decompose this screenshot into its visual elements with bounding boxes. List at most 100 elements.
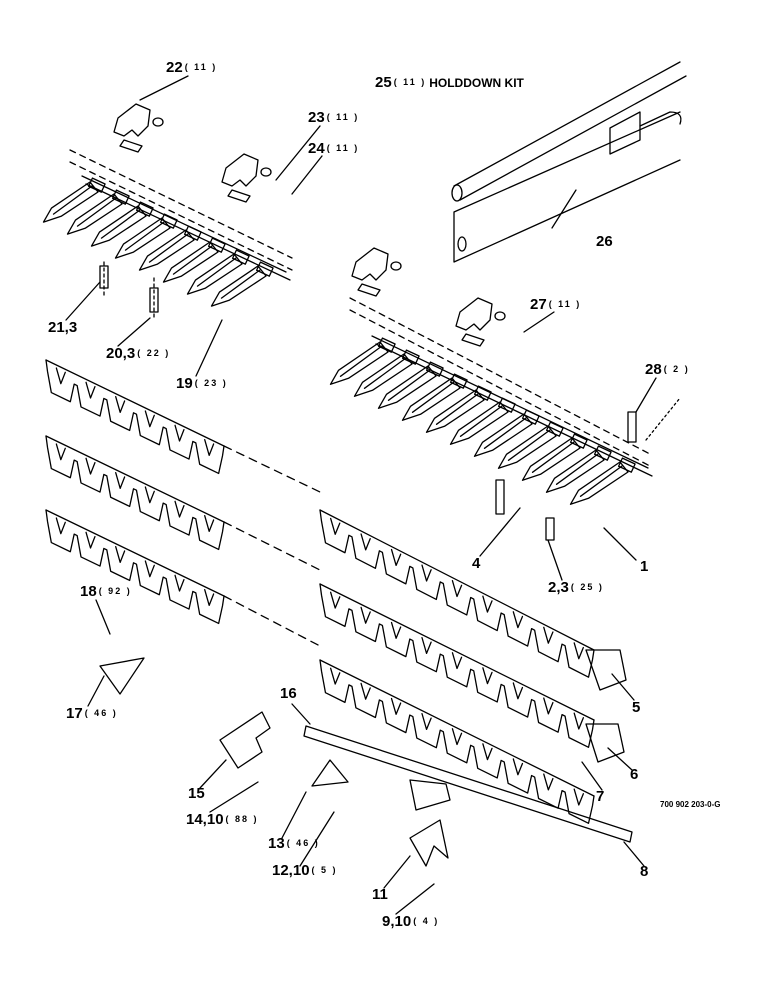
callout-7: 7 xyxy=(596,788,605,805)
section-11 xyxy=(409,819,449,867)
callout-11: 11 xyxy=(372,886,388,903)
callout-13: 13( 46 ) xyxy=(268,835,320,852)
section-strip-back xyxy=(319,583,595,721)
knife-head-small xyxy=(409,779,451,811)
section-13 xyxy=(311,759,349,787)
cutoff-line xyxy=(645,397,681,441)
callout-17: 17( 46 ) xyxy=(66,705,118,722)
guard-slot xyxy=(579,465,623,497)
guard-head xyxy=(617,457,636,473)
callout-26: 26 xyxy=(596,233,613,250)
section-strip-edge xyxy=(319,583,595,748)
carriage-bolt xyxy=(495,479,505,515)
callout-28: 28( 2 ) xyxy=(645,361,690,378)
callout-12: 12,10( 5 ) xyxy=(272,862,338,879)
holddown-rod xyxy=(453,61,687,201)
rod-panel xyxy=(453,111,681,263)
leader-line xyxy=(623,841,645,867)
section-notch xyxy=(451,652,463,670)
mount-plate-outline xyxy=(69,149,293,271)
section-notch xyxy=(85,531,96,549)
holddown-clip xyxy=(351,247,389,281)
guard-slot xyxy=(459,405,503,437)
callout-15: 15 xyxy=(188,785,205,802)
section-notch xyxy=(55,443,66,461)
guard-bar xyxy=(85,183,291,281)
carriage-bolt xyxy=(99,265,109,289)
clip-plate xyxy=(461,333,485,347)
knife-back xyxy=(303,725,633,843)
callout-leaders xyxy=(65,75,657,915)
leader-line xyxy=(581,761,603,791)
section-strip-back xyxy=(45,359,225,447)
loose-parts xyxy=(99,61,687,867)
section-strip-edge xyxy=(319,509,595,678)
section-notch xyxy=(115,546,126,563)
leader-line xyxy=(603,527,637,561)
section-notch xyxy=(85,381,96,399)
section-notch xyxy=(204,439,215,456)
guard-slot xyxy=(52,185,93,215)
section-notch xyxy=(55,517,66,535)
section-strip-back xyxy=(45,435,225,523)
section-strip-edge xyxy=(45,509,225,625)
section-notch xyxy=(482,667,493,685)
guard-head xyxy=(377,337,396,353)
leader-line xyxy=(523,311,555,333)
callout-1: 1 xyxy=(640,558,649,575)
section-strip-edge xyxy=(45,359,225,475)
section-notch xyxy=(330,591,341,609)
section-strip-back xyxy=(45,509,225,597)
leader-line xyxy=(395,883,435,915)
carriage-bolt xyxy=(545,517,555,541)
callout-21: 21,3 xyxy=(48,319,78,336)
rod-hook xyxy=(639,111,682,127)
leader-line xyxy=(209,781,259,813)
callout-8: 8 xyxy=(640,863,649,880)
clip-bushing xyxy=(390,261,402,271)
section-strip-back xyxy=(319,509,595,651)
section-15 xyxy=(219,711,271,769)
section-notch xyxy=(204,515,215,532)
section-notch xyxy=(573,642,584,660)
guard-slot xyxy=(172,245,213,275)
section-notch xyxy=(390,548,402,567)
guard-slot xyxy=(387,369,431,401)
section-notch xyxy=(543,773,554,791)
guard-slot xyxy=(531,441,575,473)
clip-plate xyxy=(119,139,143,153)
guard-slot xyxy=(339,345,383,377)
guard-slot xyxy=(196,257,237,287)
section-notch xyxy=(174,574,185,592)
section-notch xyxy=(421,564,432,582)
leader-line xyxy=(65,281,101,321)
guard-bar xyxy=(81,175,287,273)
guard-slot xyxy=(363,357,407,389)
guard-bar xyxy=(371,335,649,469)
knife-head xyxy=(585,649,627,691)
callout-27: 27( 11 ) xyxy=(530,296,582,313)
section-notch xyxy=(55,367,66,385)
section-notch xyxy=(115,472,126,489)
carriage-bolt xyxy=(149,287,159,313)
leader-line xyxy=(383,855,411,889)
section-notch xyxy=(482,743,493,761)
clip-bushing xyxy=(152,117,164,127)
callout-24: 24( 11 ) xyxy=(308,140,360,157)
section-notch xyxy=(512,682,524,700)
section-notch xyxy=(482,595,493,613)
section-17 xyxy=(99,657,145,695)
guard-head xyxy=(255,261,274,277)
section-notch xyxy=(85,457,96,475)
guard-head xyxy=(401,349,420,365)
guard-bar xyxy=(375,343,653,477)
leader-line xyxy=(95,599,111,635)
leader-line xyxy=(291,703,311,725)
clip-bushing xyxy=(260,167,272,177)
section-notch xyxy=(174,500,185,518)
break-line xyxy=(223,595,321,647)
section-notch xyxy=(543,626,554,644)
leader-line xyxy=(607,747,633,771)
knife-section-strips xyxy=(45,359,627,824)
